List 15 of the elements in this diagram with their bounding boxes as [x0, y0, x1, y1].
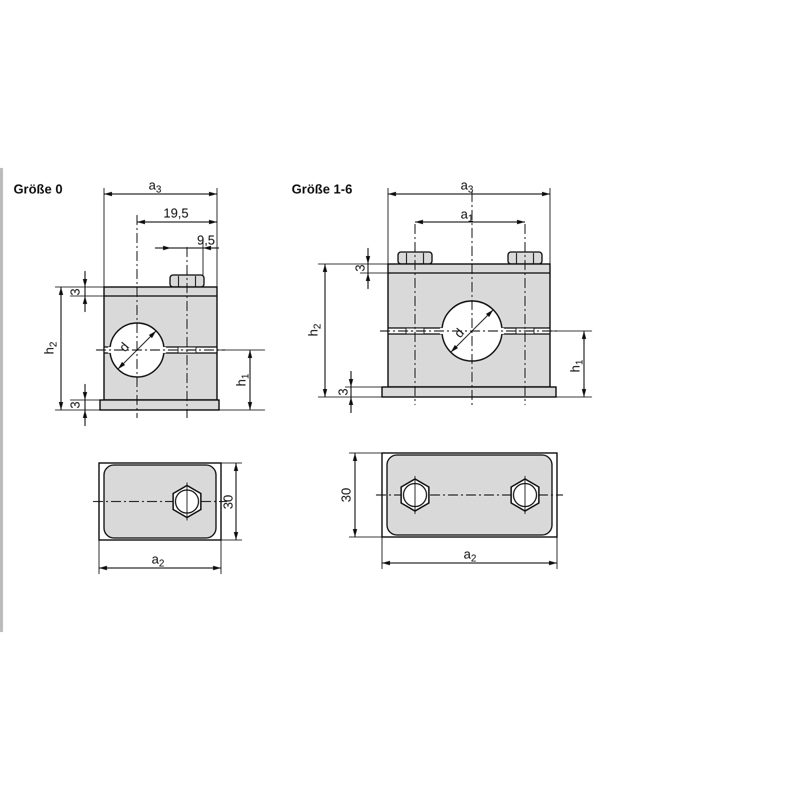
- dimension-label: 3: [68, 288, 82, 296]
- dimension-label: 9,5: [196, 234, 216, 246]
- view-title: Größe 0: [13, 182, 63, 196]
- dimension-label: 30: [222, 494, 234, 510]
- view-title: Größe 1-6: [292, 182, 352, 196]
- dimension-label: a$_{1}$: [460, 208, 474, 220]
- dimension-label: 3: [336, 388, 350, 396]
- dimension-label: a$_{2}$: [152, 552, 164, 566]
- dimension-label: 30: [340, 488, 352, 502]
- dimension-label: 3: [354, 264, 366, 272]
- dimension-label: a$_{2}$: [464, 548, 476, 560]
- dimension-label: 3: [68, 401, 82, 409]
- dimension-label: a$_{3}$: [148, 178, 162, 192]
- dimension-label: a$_{3}$: [460, 178, 474, 192]
- dimension-label: 19,5: [163, 206, 189, 220]
